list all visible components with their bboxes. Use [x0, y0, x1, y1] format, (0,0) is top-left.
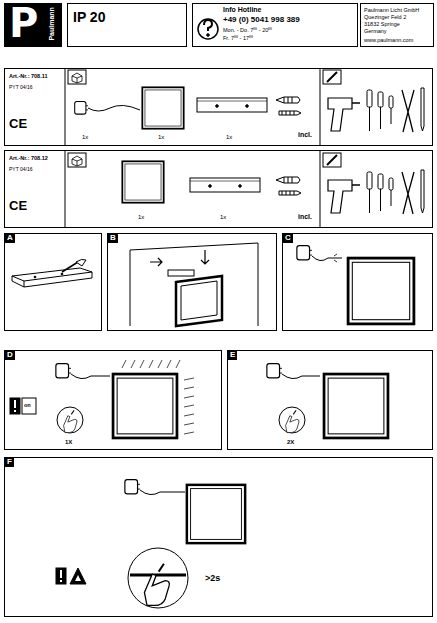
quantity-label: 1x [138, 214, 144, 221]
node-text: Germany [364, 28, 387, 34]
step-letter: A [5, 234, 15, 243]
node-text: IP 20 [73, 10, 105, 25]
light-ray [149, 360, 153, 368]
node-text: 2X [287, 439, 294, 446]
node-text: Paulmann [48, 7, 56, 40]
step-panel: B [107, 233, 277, 331]
step-panel: E 2X [227, 350, 433, 450]
node-text: 1X [65, 439, 72, 446]
light-ray [184, 378, 194, 380]
node-text: Info Hotline [223, 6, 262, 14]
node-text: PYT 04/16 [9, 85, 33, 91]
step-panel: F >2s [4, 457, 433, 617]
quantity-label: 1x [220, 214, 226, 221]
light-ray [184, 387, 194, 389]
node-text: Paulmann Licht GmbH [364, 7, 419, 13]
step-letter: D [5, 351, 15, 360]
node-text: 31832 Springe [364, 21, 400, 27]
light-ray [167, 360, 171, 368]
quantity-label: 1x [158, 134, 164, 141]
step-letter: C [283, 234, 293, 243]
node-text: PYT 04/16 [9, 167, 33, 173]
node-text: Art.-Nr.: 708.11 [9, 73, 48, 79]
light-ray [122, 360, 126, 368]
protection-class-box: IP 20 [67, 3, 187, 47]
address-box: Paulmann Licht GmbHQuezinger Feld 231832… [360, 3, 434, 47]
light-ray [184, 432, 194, 434]
node-text: CE [9, 199, 27, 213]
light-ray [184, 405, 194, 407]
step-letter: F [5, 458, 14, 467]
node-text: CE [9, 117, 27, 131]
quantity-label: 1x [82, 134, 88, 141]
light-ray [176, 360, 180, 368]
node-text: Quezinger Feld 2 [364, 14, 406, 20]
light-ray [140, 360, 144, 368]
node-text: Fr. 7⁰⁰ - 17⁰⁰ [223, 35, 253, 41]
article-row: Art.-Nr.: 708.11PYT 04/16CE [4, 68, 433, 146]
light-ray [158, 360, 162, 368]
node-text: +49 (0) 5041 998 389 [223, 16, 300, 25]
node-text: >2s [205, 574, 220, 584]
article-row: Art.-Nr.: 708.12PYT 04/16CE [4, 150, 433, 228]
node-text: www.paulmann.com [364, 37, 413, 43]
logo: P Paulmann [4, 3, 62, 47]
step-letter: E [228, 351, 237, 360]
step-panel: Don 1X [4, 350, 222, 450]
step-panel: A [4, 233, 102, 331]
node-text: Art.-Nr.: 708.12 [9, 155, 48, 161]
light-ray [184, 423, 194, 425]
hotline-box: Info Hotline +49 (0) 5041 998 389Mon. - D… [192, 3, 358, 47]
light-ray [131, 360, 135, 368]
light-ray [184, 396, 194, 398]
quantity-label: incl. [298, 131, 312, 139]
light-ray [184, 414, 194, 416]
node-text: P [9, 1, 38, 45]
quantity-label: incl. [298, 213, 312, 221]
node-text: on [24, 402, 31, 408]
step-letter: B [108, 234, 118, 243]
node-text: Mon. - Do. 7⁰⁰ - 20⁰⁰ [223, 27, 272, 33]
quantity-label: 1x [226, 134, 232, 141]
step-panel: C [282, 233, 433, 331]
